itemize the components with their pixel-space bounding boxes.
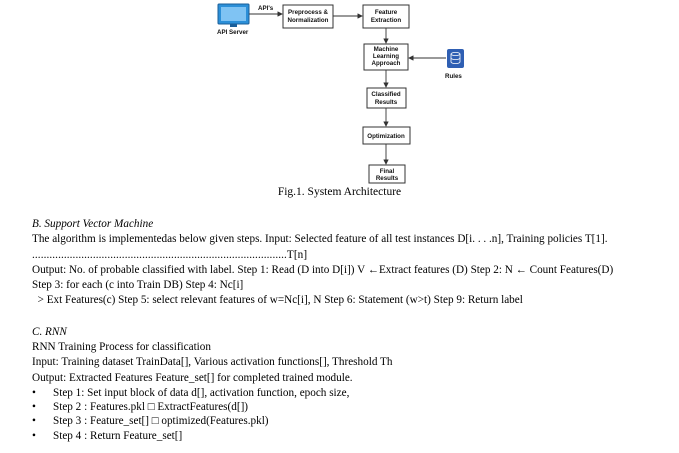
system-architecture-diagram: API Server API's Preprocess & Normalizat…	[217, 3, 464, 184]
classified-label-1: Classified	[371, 91, 400, 98]
rnn-steps-list: Step 1: Set input block of data d[], act…	[32, 386, 349, 443]
ml-approach-label-1: Machine	[374, 46, 399, 53]
preprocess-label-2: Normalization	[288, 17, 329, 24]
rules-label: Rules	[445, 73, 462, 80]
rnn-heading: C. RNN	[32, 326, 67, 338]
feature-extraction-label-1: Feature	[375, 9, 398, 16]
svm-line-3: Output: No. of probable classified with …	[32, 264, 614, 276]
optimization-box	[362, 126, 411, 145]
list-item: Step 1: Set input block of data d[], act…	[32, 386, 349, 400]
classified-label-2: Results	[375, 99, 398, 106]
ml-approach-box	[363, 43, 409, 71]
final-label-2: Results	[376, 175, 399, 182]
optimization-label: Optimization	[367, 133, 405, 140]
rnn-line-2: Input: Training dataset TrainData[], Var…	[32, 356, 393, 368]
preprocess-label-1: Preprocess &	[288, 9, 328, 16]
svm-heading: B. Support Vector Machine	[32, 218, 154, 230]
ml-approach-label-2: Learning	[373, 53, 399, 60]
monitor-icon	[217, 3, 250, 27]
list-item: Step 4 : Return Feature_set[]	[32, 429, 349, 443]
final-results-box	[368, 164, 406, 184]
svm-line-5: > Ext Features(c) Step 5: select relevan…	[32, 294, 523, 306]
list-item: Step 3 : Feature_set[] □ optimized(Featu…	[32, 414, 349, 428]
list-item: Step 2 : Features.pkl □ ExtractFeatures(…	[32, 400, 349, 414]
ml-approach-label-3: Approach	[372, 60, 401, 67]
svm-line-1: The algorithm is implementedas below giv…	[32, 233, 608, 245]
preprocess-box	[282, 4, 334, 29]
rnn-line-1: RNN Training Process for classification	[32, 341, 211, 353]
api-server-label: API Server	[217, 29, 249, 36]
database-icon	[447, 49, 464, 68]
final-label-1: Final	[380, 168, 395, 175]
rnn-line-3: Output: Extracted Features Feature_set[]…	[32, 372, 353, 384]
feature-extraction-label-2: Extraction	[371, 17, 401, 24]
apis-label: API's	[258, 5, 274, 12]
classified-results-box	[366, 87, 407, 109]
svm-line-4: Step 3: for each (c into Train DB) Step …	[32, 279, 244, 291]
svm-line-2: ........................................…	[32, 249, 308, 261]
figure-caption: Fig.1. System Architecture	[277, 186, 402, 198]
